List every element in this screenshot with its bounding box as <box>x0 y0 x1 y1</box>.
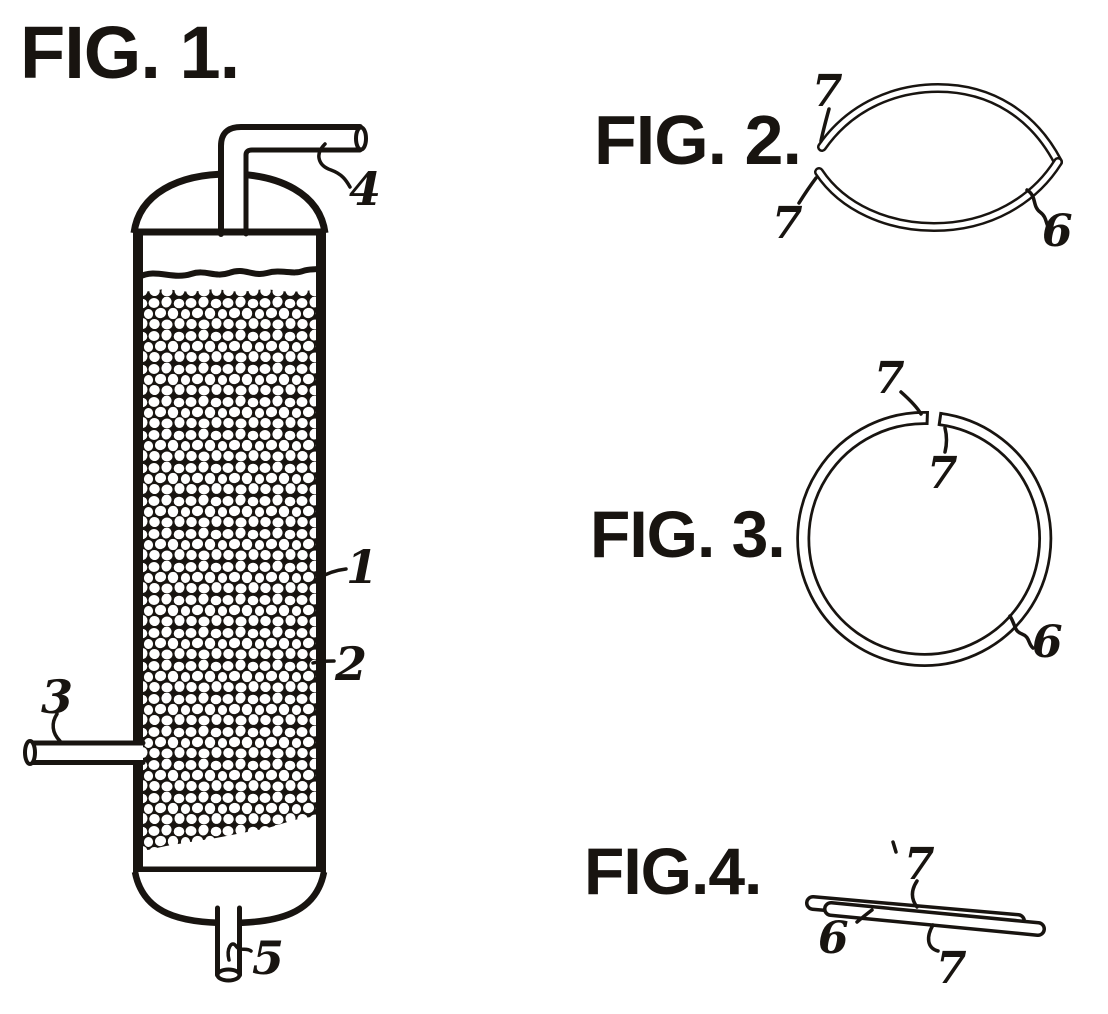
fig2-leader-7-lower <box>797 176 818 205</box>
fig4-label-6: 6 <box>818 913 849 964</box>
leader-1 <box>315 567 348 581</box>
fig2-label-6: 6 <box>1042 206 1073 257</box>
figure-3: FIG. 3. 7 7 6 <box>590 353 1063 668</box>
figure-1: FIG. 1. 4 <box>20 11 381 985</box>
fig2-leader-7-upper <box>819 107 831 143</box>
leader-2 <box>311 659 336 665</box>
top-pipe-inner-edge <box>243 147 363 237</box>
fig1-title: FIG. 1. <box>20 11 239 94</box>
bed-surface-wavy-line <box>136 264 325 280</box>
fig3-leader-7-right <box>943 426 949 454</box>
fig4-title: FIG.4. <box>584 834 761 908</box>
top-pipe-open-end <box>354 125 368 152</box>
fig1-label-3: 3 <box>41 670 73 724</box>
fig1-label-1: 1 <box>346 540 378 594</box>
fig1-label-4: 4 <box>349 162 381 216</box>
ring-gap-left-cap <box>925 410 929 426</box>
top-pipe-outer-edge <box>218 124 363 237</box>
fig1-label-2: 2 <box>334 637 367 691</box>
fig2-label-7-upper: 7 <box>812 66 843 117</box>
fig4-label-7-lower: 7 <box>936 943 967 994</box>
side-pipe-open-end <box>23 739 37 766</box>
leader-4 <box>317 142 352 189</box>
fig3-title: FIG. 3. <box>590 497 785 571</box>
fig3-leader-6 <box>1008 614 1035 650</box>
ring-face-band-core <box>798 413 1050 665</box>
leader-3 <box>51 712 62 743</box>
fig1-label-5: 5 <box>252 931 284 985</box>
ring-oblique-upper-band <box>817 83 1063 167</box>
fig2-label-7-lower: 7 <box>772 198 803 249</box>
fig4-leader-6 <box>855 908 874 924</box>
fig3-label-7-right: 7 <box>927 448 958 499</box>
fig3-label-7-left: 7 <box>874 353 905 404</box>
ring-oblique-lower-band <box>814 157 1063 232</box>
side-pipe-body <box>30 742 143 763</box>
fig3-label-6: 6 <box>1032 617 1063 668</box>
leader-5 <box>226 942 253 962</box>
fig4-leader-7-upper <box>910 879 919 909</box>
shell-left-wall <box>133 229 143 874</box>
fig4-label-7-upper: 7 <box>904 839 935 890</box>
fig3-leader-7-left <box>899 390 923 416</box>
figure-4: FIG.4. 7 7 6 <box>584 834 1046 994</box>
packing-bed <box>143 289 316 851</box>
ring-oblique-upper-band-core <box>819 85 1061 165</box>
ring-gap-right-cap <box>937 411 943 427</box>
fig2-leader-6 <box>1025 188 1052 231</box>
figure-2: FIG. 2. 7 7 6 <box>594 66 1073 257</box>
ring-edge-front-half-core <box>826 904 1043 934</box>
fig2-title: FIG. 2. <box>594 101 801 179</box>
fig4-leader-7-lower <box>926 923 940 953</box>
shell-right-wall <box>316 229 326 874</box>
fig4-tick-7-upper <box>891 840 898 854</box>
bottom-pipe-open-end <box>215 967 242 983</box>
bottom-pipe-body <box>217 905 240 975</box>
